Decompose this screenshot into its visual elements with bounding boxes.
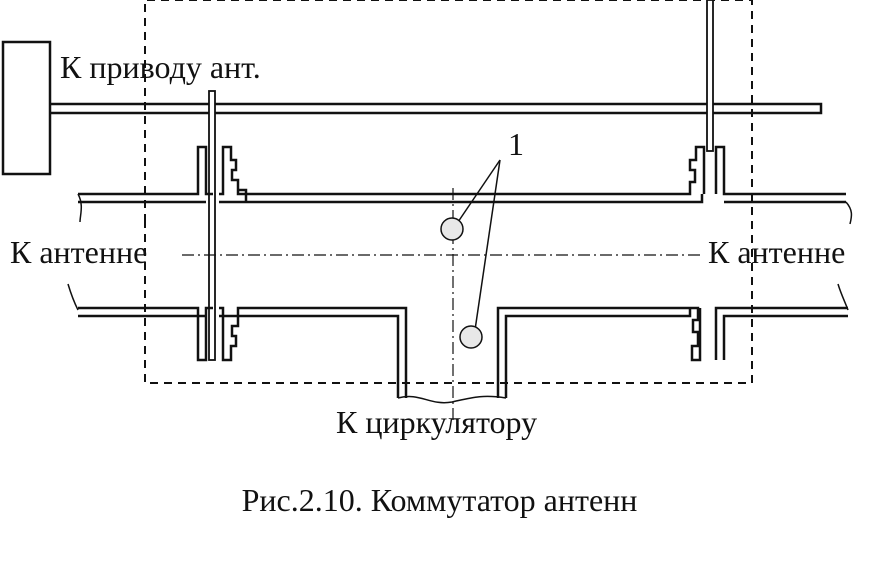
shutter-rod-left — [208, 90, 216, 361]
drive-label: К приводу ант. — [60, 49, 261, 85]
right-break-arc-bottom — [837, 283, 849, 311]
waveguide-upper-wall-outer — [78, 145, 846, 196]
figure-caption: Рис.2.10. Коммутатор антенн — [241, 482, 638, 518]
waveguide-lower-wall-outer — [78, 306, 848, 398]
dashed-enclosure — [144, 0, 753, 384]
circulator-label: К циркулятору — [336, 404, 538, 440]
probe-upper — [440, 217, 464, 241]
drive-shaft — [50, 102, 823, 115]
marker-leader-lower — [474, 159, 501, 331]
circulator-break-line — [397, 395, 507, 404]
drive-block — [1, 40, 52, 176]
marker-label: 1 — [508, 126, 524, 162]
waveguide-upper-wall-inner — [78, 188, 846, 204]
left-break-arc-bottom — [67, 283, 79, 311]
shutter-rod-right — [706, 0, 714, 152]
right-break-arc-top — [845, 201, 853, 225]
marker-leader-upper — [457, 159, 501, 223]
left-break-arc-top — [77, 193, 83, 223]
probe-lower — [459, 325, 483, 349]
antenna-left-label: К антенне — [10, 234, 148, 270]
antenna-right-label: К антенне — [708, 234, 846, 270]
waveguide-lower-wall-inner — [78, 308, 848, 398]
